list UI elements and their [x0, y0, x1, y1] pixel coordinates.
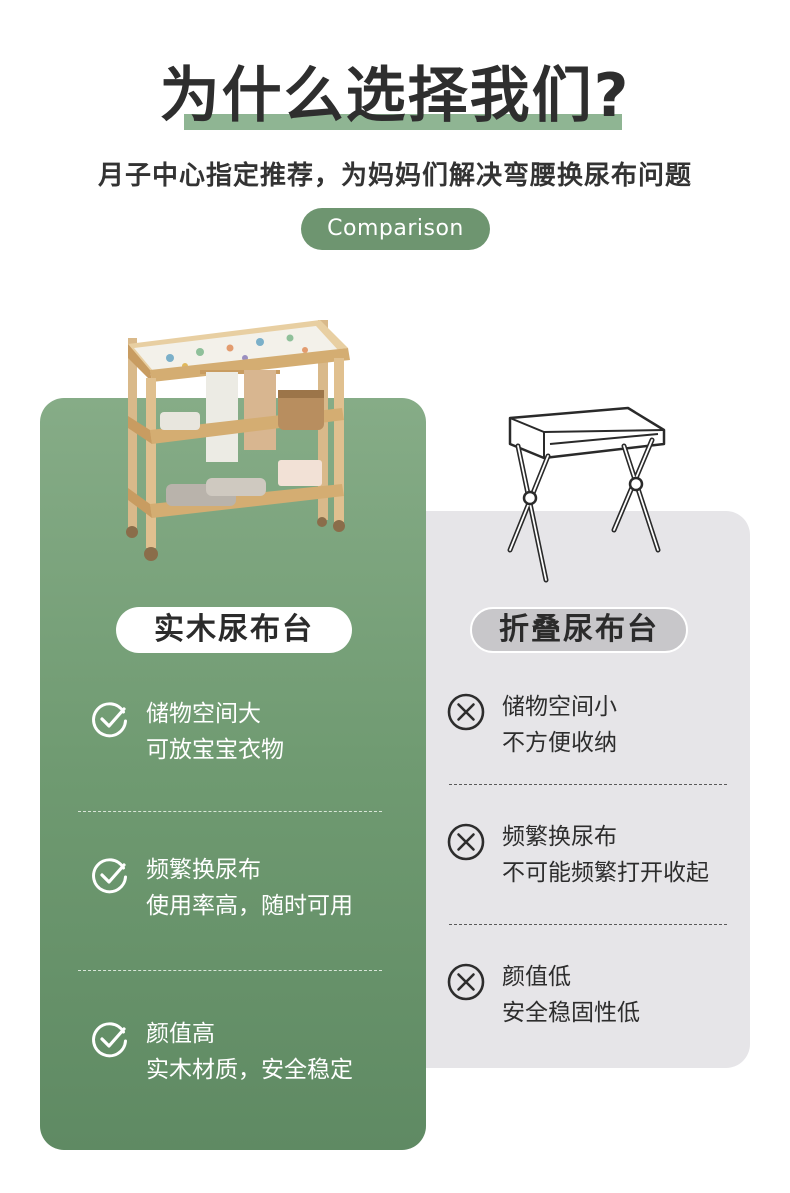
- wood-table-name-badge: 实木尿布台: [116, 607, 352, 653]
- check-circle-icon: [92, 1022, 127, 1058]
- check-circle-icon: [92, 702, 127, 738]
- folding-changing-table-image: [507, 406, 666, 583]
- folding-table-name-badge: 折叠尿布台: [470, 607, 688, 653]
- feature-title: 储物空间小: [502, 694, 617, 720]
- title-underline: [184, 114, 622, 130]
- feature-detail: 可放宝宝衣物: [146, 737, 284, 763]
- page-subtitle: 月子中心指定推荐，为妈妈们解决弯腰换尿布问题: [97, 161, 692, 191]
- feature-title: 频繁换尿布: [502, 824, 617, 850]
- wood-changing-table-image: [126, 320, 350, 561]
- x-circle-icon: [447, 823, 485, 861]
- feature-detail: 不方便收纳: [502, 730, 617, 756]
- page-title: 为什么选择我们?: [159, 61, 631, 131]
- divider: [449, 924, 727, 925]
- x-circle-icon: [447, 693, 485, 731]
- feature-title: 颜值低: [502, 964, 571, 990]
- title-wrap: 为什么选择我们?: [0, 58, 790, 134]
- feature-title: 储物空间大: [146, 701, 261, 727]
- comparison-pill: Comparison: [301, 208, 490, 250]
- divider: [78, 811, 382, 812]
- divider: [78, 970, 382, 971]
- feature-detail: 不可能频繁打开收起: [502, 860, 709, 886]
- feature-title: 颜值高: [146, 1021, 215, 1047]
- feature-detail: 使用率高，随时可用: [146, 893, 353, 919]
- feature-detail: 安全稳固性低: [502, 1000, 640, 1026]
- feature-detail: 实木材质，安全稳定: [146, 1057, 353, 1083]
- check-circle-icon: [92, 858, 127, 894]
- divider: [449, 784, 727, 785]
- x-circle-icon: [447, 963, 485, 1001]
- folding-table-card: [410, 511, 750, 1068]
- feature-title: 频繁换尿布: [146, 857, 261, 883]
